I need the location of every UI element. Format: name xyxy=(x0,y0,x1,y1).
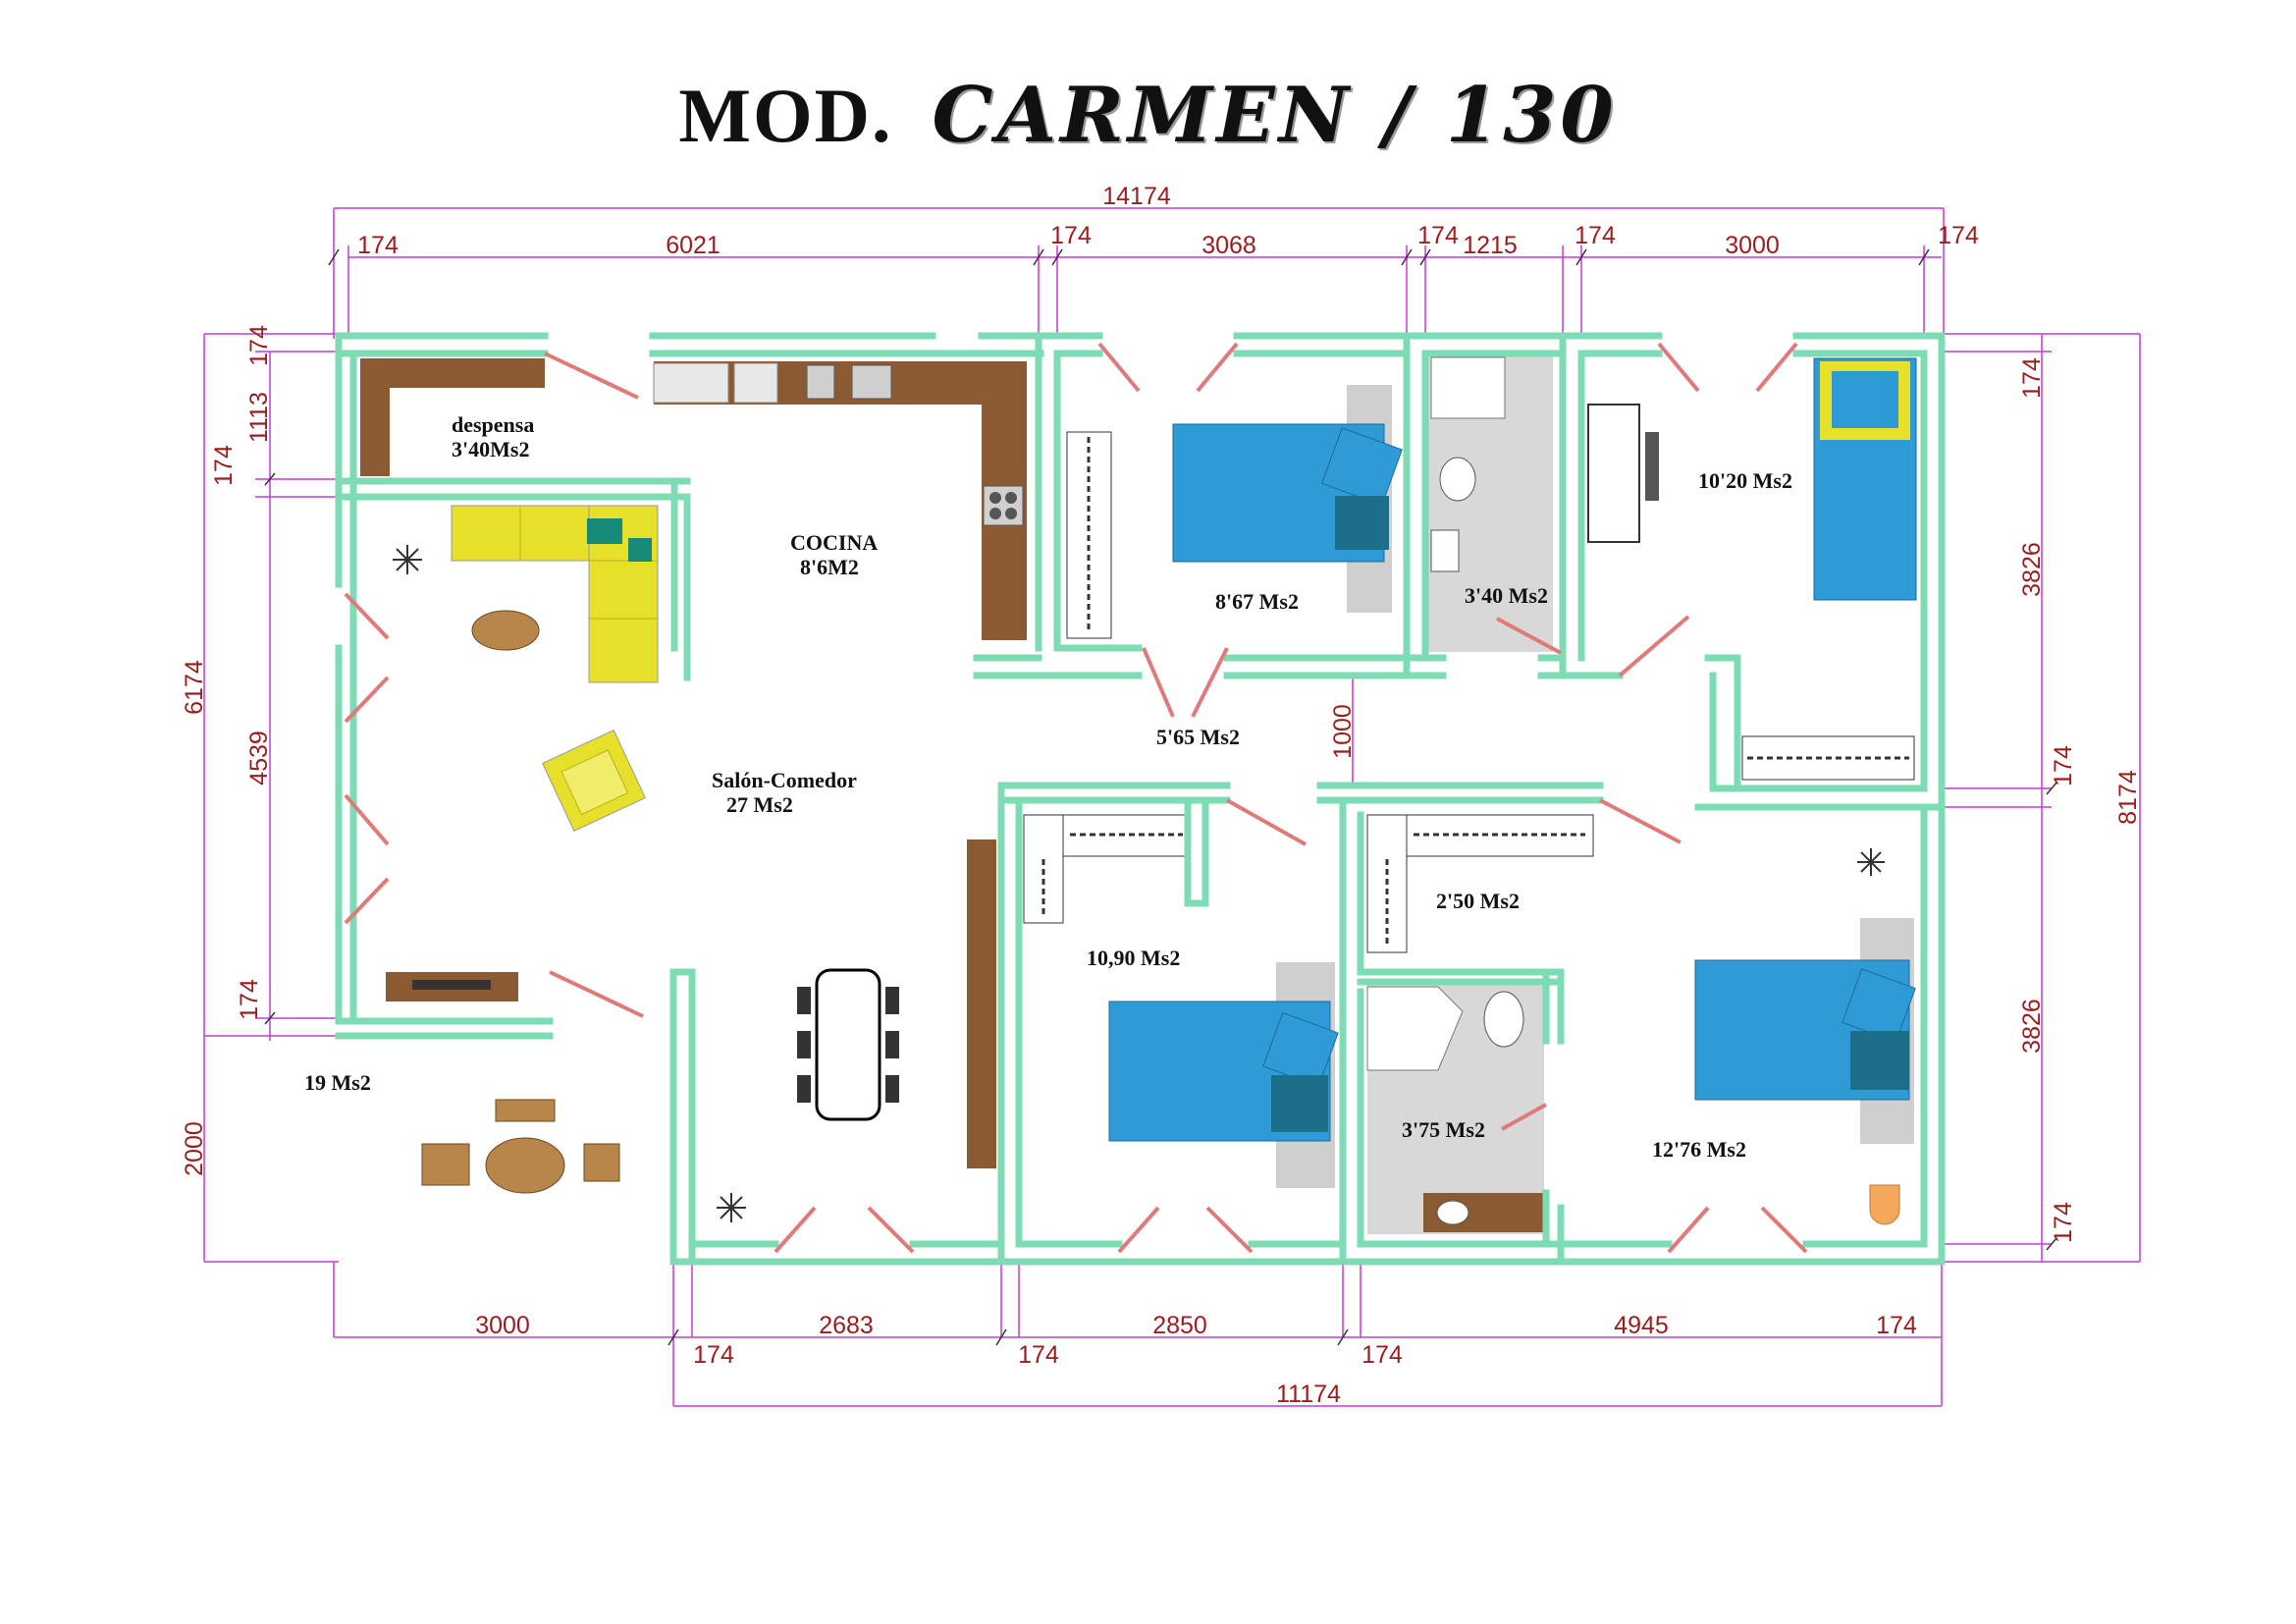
dim-left-5: 174 xyxy=(236,979,263,1020)
dim-bottom-total: 11174 xyxy=(1276,1380,1341,1408)
room-despensa-area: 3'40Ms2 xyxy=(452,437,529,461)
room-cocina-area: 8'6M2 xyxy=(800,555,859,579)
plant-icon xyxy=(1857,848,1885,876)
bed-bedroom-1 xyxy=(1172,385,1403,613)
room-labels: despensa 3'40Ms2 COCINA 8'6M2 Salón-Come… xyxy=(304,412,1792,1162)
room-dorm4-area: 12'76 Ms2 xyxy=(1652,1137,1746,1162)
room-dorm2-area: 10'20 Ms2 xyxy=(1698,468,1792,493)
dim-top-9: 174 xyxy=(1938,222,1979,249)
title-prefix: MOD. xyxy=(678,73,893,158)
bed-bedroom-4 xyxy=(1694,918,1916,1144)
room-vestidor-area: 2'50 Ms2 xyxy=(1436,889,1520,913)
wardrobe-bedroom-3 xyxy=(1023,814,1190,924)
dim-right-4: 3826 xyxy=(2018,999,2046,1054)
room-dorm1-area: 8'67 Ms2 xyxy=(1215,589,1299,614)
dim-top-7: 174 xyxy=(1575,222,1616,249)
doors-windows xyxy=(344,342,1808,1254)
bathroom-1-fixtures xyxy=(1425,355,1553,652)
room-salon-area: 27 Ms2 xyxy=(726,792,793,817)
dim-right-2: 3826 xyxy=(2018,542,2046,597)
dim-bottom-1: 3000 xyxy=(475,1312,530,1339)
dining-table xyxy=(797,968,899,1121)
dim-left-4: 4539 xyxy=(245,731,273,785)
dim-top-3: 174 xyxy=(1050,222,1092,249)
dim-top-2: 6021 xyxy=(666,232,721,259)
dim-left-6: 2000 xyxy=(181,1121,208,1176)
room-bano2-area: 3'75 Ms2 xyxy=(1402,1117,1485,1142)
room-pasillo-area: 5'65 Ms2 xyxy=(1156,725,1240,749)
bathroom-2-fixtures xyxy=(1366,984,1544,1234)
dim-bottom-2: 174 xyxy=(693,1341,734,1369)
dim-top-1: 174 xyxy=(357,232,399,259)
dim-top-4: 3068 xyxy=(1201,232,1256,259)
furniture xyxy=(360,355,1917,1234)
dim-bottom-5: 2850 xyxy=(1152,1312,1207,1339)
dimension-lines xyxy=(203,207,2141,1407)
dim-corridor: 1000 xyxy=(1329,704,1357,759)
dim-bottom-6: 174 xyxy=(1362,1341,1403,1369)
wardrobe-bedroom-1 xyxy=(1066,431,1112,639)
dim-right-total: 8174 xyxy=(2114,770,2142,825)
plant-icon xyxy=(717,1193,746,1222)
kitchen-counter xyxy=(653,361,1027,640)
title-model: CARMEN / 130 xyxy=(932,71,1618,160)
sofa xyxy=(451,505,659,683)
dim-bottom-8: 174 xyxy=(1876,1312,1917,1339)
plant-icon xyxy=(393,545,422,574)
dim-top-6: 1215 xyxy=(1463,232,1518,259)
room-dorm3-area: 10,90 Ms2 xyxy=(1087,946,1180,970)
dimension-texts: 14174 174 6021 174 3068 174 1215 174 300… xyxy=(181,183,2142,1408)
bed-bedroom-2 xyxy=(1813,357,1917,601)
plan-title: MOD. CARMEN / 130 xyxy=(0,71,2296,160)
dim-bottom-4: 174 xyxy=(1018,1341,1059,1369)
dim-left-1: 174 xyxy=(245,325,273,366)
dim-left-3: 174 xyxy=(210,445,238,486)
wardrobe-dressing-room xyxy=(1366,814,1594,953)
terrace-table xyxy=(421,1099,620,1194)
armchair xyxy=(542,729,646,833)
coffee-table xyxy=(471,610,540,651)
walls xyxy=(335,332,1946,1266)
dim-top-5: 174 xyxy=(1417,222,1459,249)
pantry-shelving xyxy=(360,358,545,476)
dim-right-5: 174 xyxy=(2050,1202,2077,1243)
room-porche-area: 19 Ms2 xyxy=(304,1070,371,1095)
wood-panel xyxy=(967,839,996,1168)
desk-bedroom-2 xyxy=(1587,404,1659,543)
dim-bottom-7: 4945 xyxy=(1614,1312,1669,1339)
tv-unit xyxy=(386,972,518,1001)
wardrobe-bedroom-2 xyxy=(1741,735,1915,781)
dim-top-8: 3000 xyxy=(1725,232,1780,259)
dim-right-1: 174 xyxy=(2018,357,2046,399)
dim-bottom-3: 2683 xyxy=(819,1312,874,1339)
room-salon-name: Salón-Comedor xyxy=(712,768,857,792)
dim-right-3: 174 xyxy=(2050,745,2077,786)
lamp-icon xyxy=(1869,1184,1900,1225)
room-cocina-name: COCINA xyxy=(790,530,878,555)
dim-left-total: 6174 xyxy=(181,660,208,715)
dim-left-2: 1113 xyxy=(245,392,273,443)
room-despensa-name: despensa xyxy=(452,412,534,437)
room-bano1-area: 3'40 Ms2 xyxy=(1465,583,1548,608)
bed-bedroom-3 xyxy=(1108,962,1339,1188)
dim-top-total: 14174 xyxy=(1102,183,1171,210)
